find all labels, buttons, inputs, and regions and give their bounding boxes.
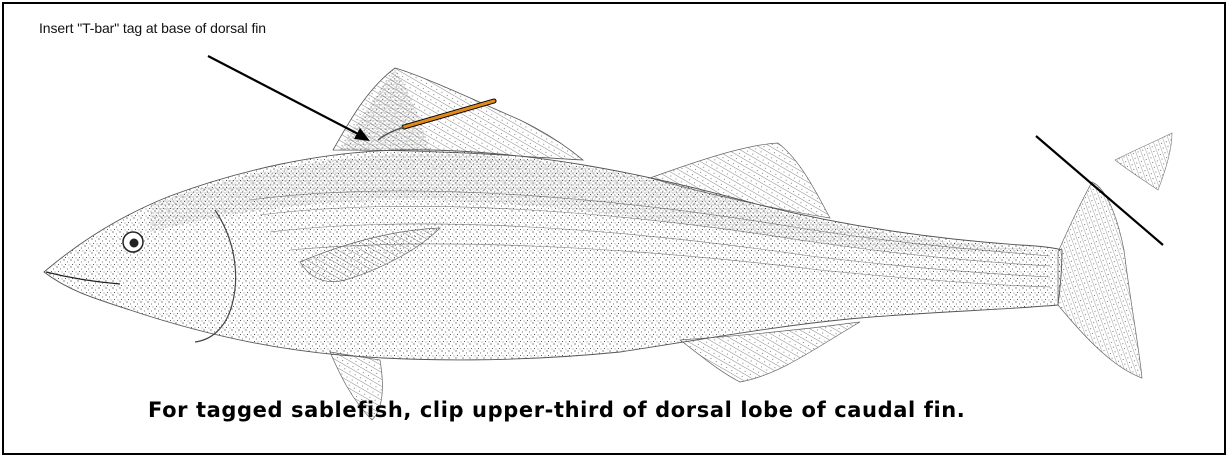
pointer-arrow-line	[208, 56, 362, 136]
fish-pupil	[130, 239, 139, 248]
tagging-instruction: Insert "T-bar" tag at base of dorsal fin	[39, 20, 266, 36]
clipped-caudal-lobe	[1115, 133, 1172, 190]
caudal-fin	[1058, 182, 1142, 378]
clip-caption: For tagged sablefish, clip upper-third o…	[148, 398, 965, 422]
